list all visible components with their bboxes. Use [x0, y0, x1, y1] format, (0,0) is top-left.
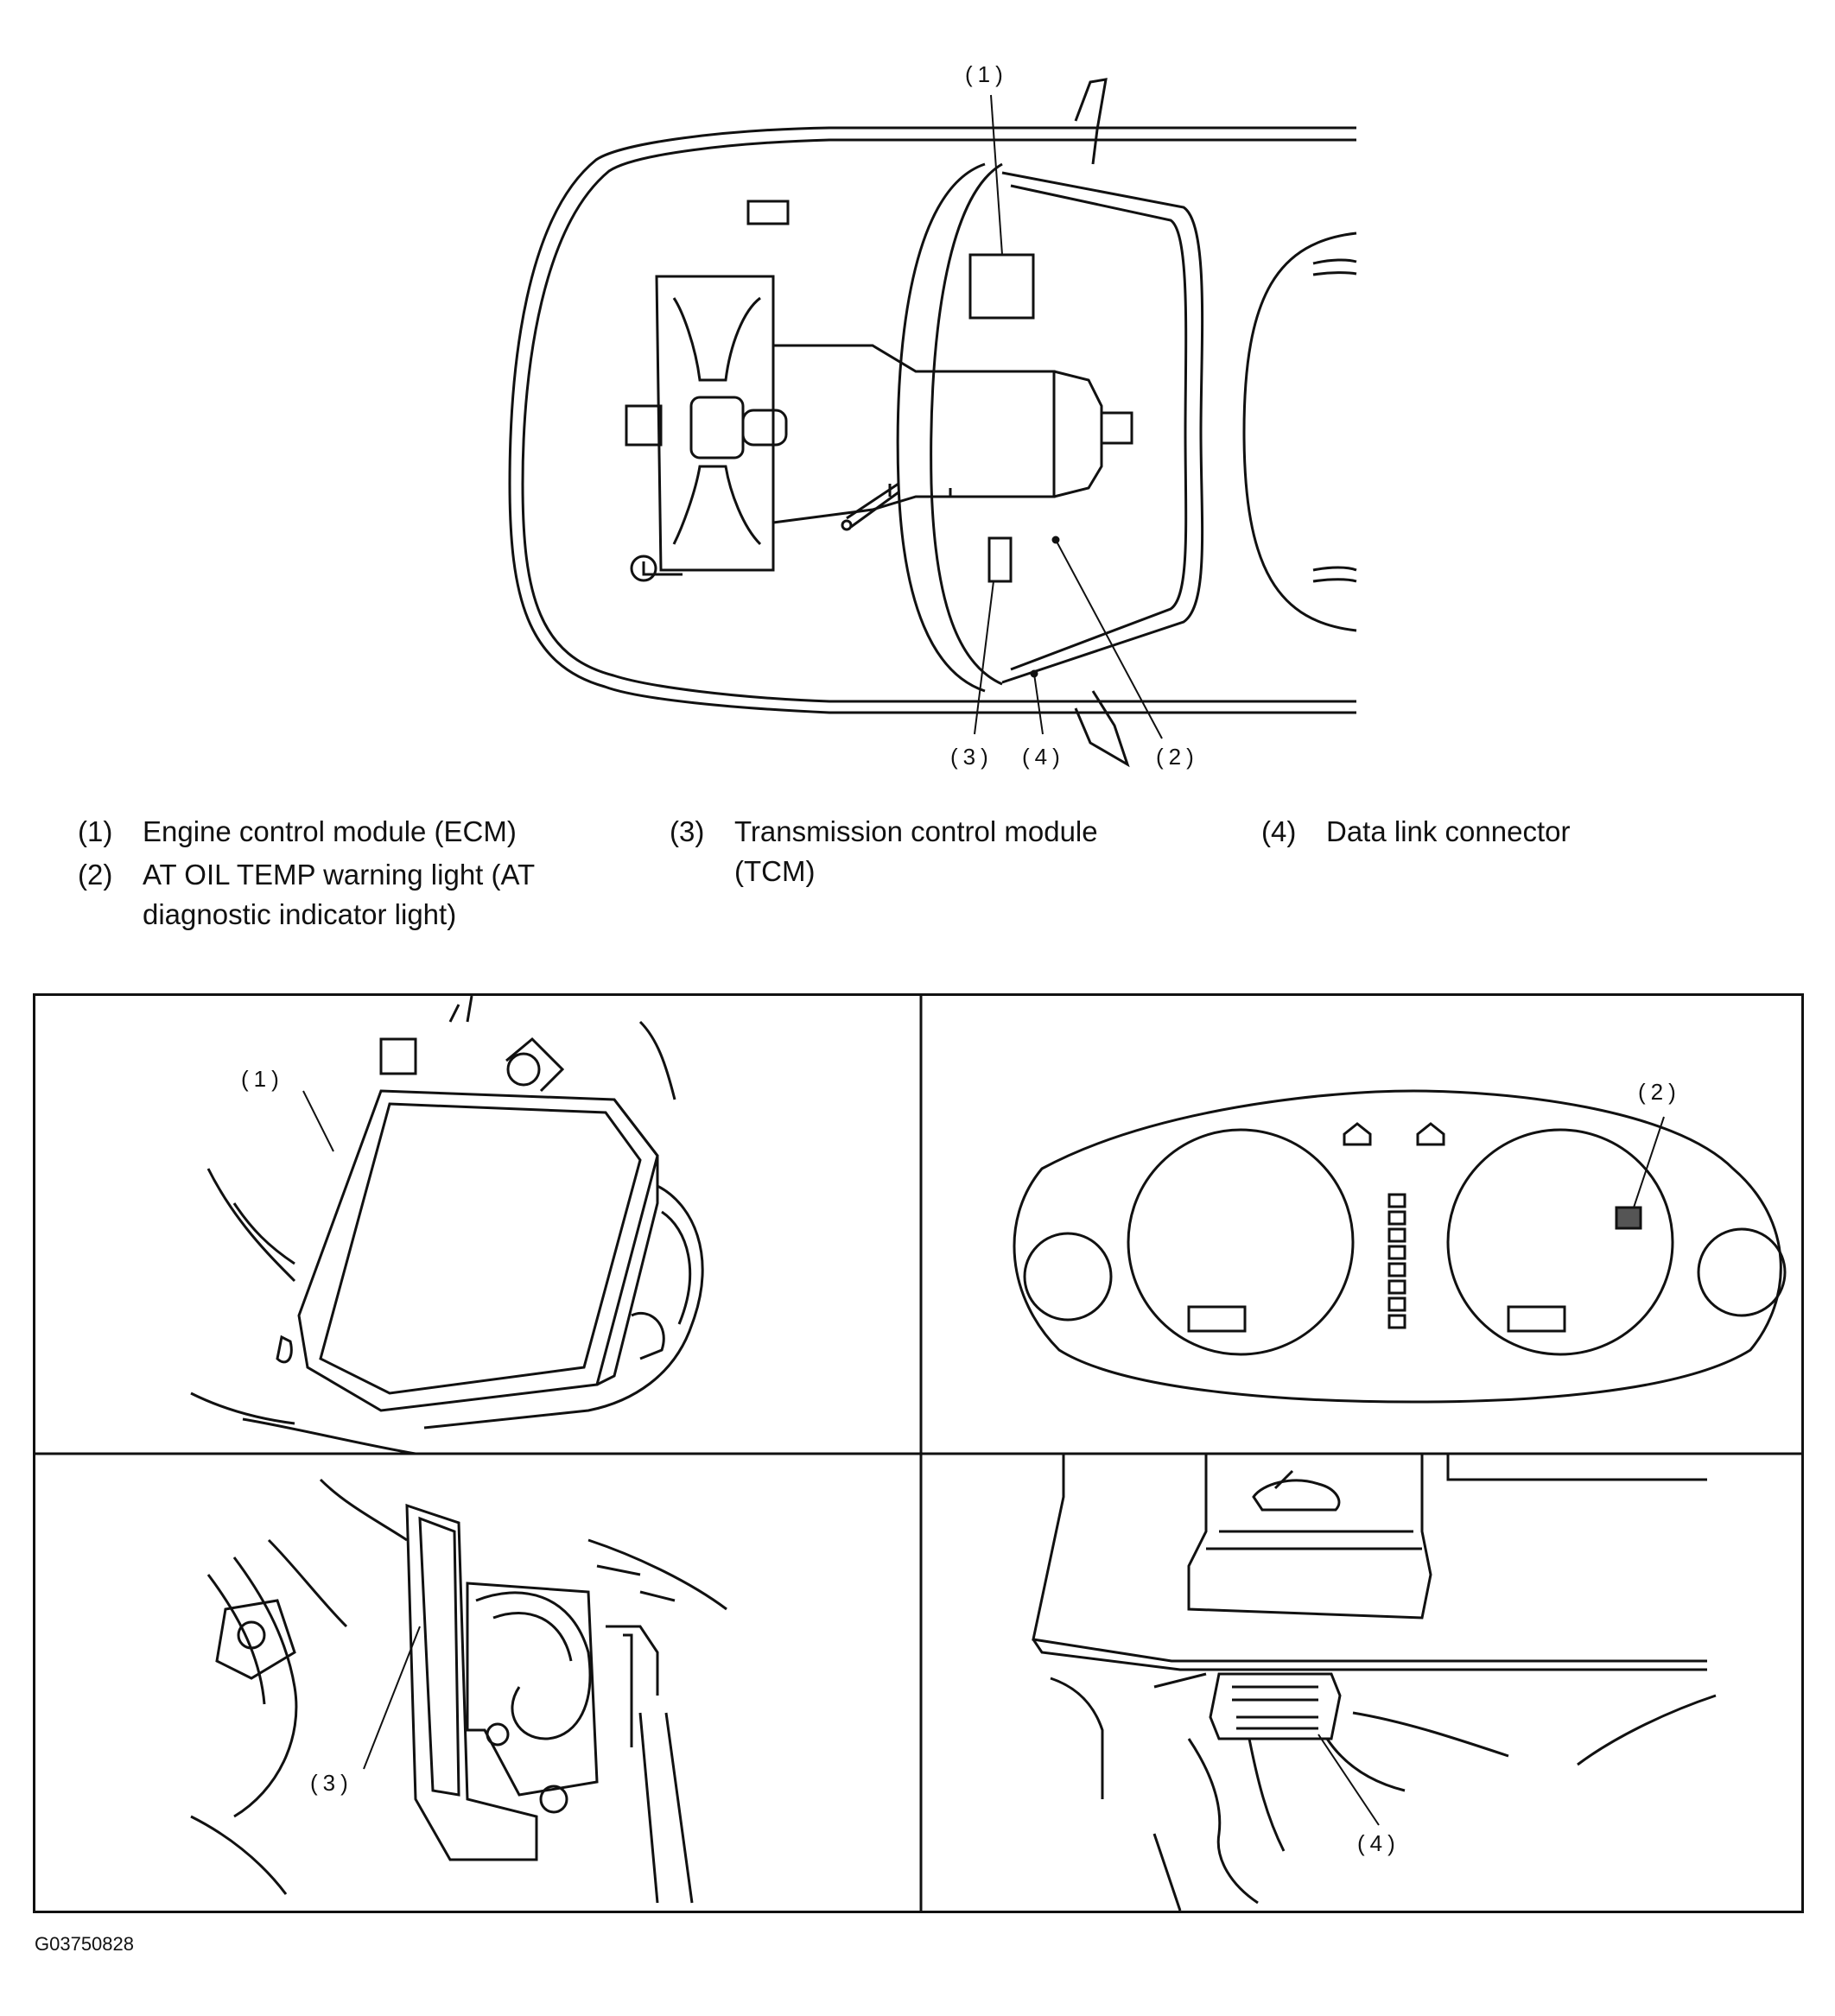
leader-line-ecm [990, 94, 1003, 256]
callout-panel-tcm: (3) [310, 1770, 353, 1796]
callout-panel-dlc: (4) [1357, 1830, 1400, 1856]
callout-ecm: (1) [965, 61, 1008, 87]
legend-column-2: (3) Transmission control module (TCM) [670, 812, 1119, 895]
legend-number: (3) [670, 815, 705, 847]
door-handle-bottom [1312, 566, 1357, 583]
callout-panel-meter: (2) [1638, 1079, 1681, 1105]
windshield-arc-inner [930, 162, 1003, 686]
tcm-location-box [987, 536, 1013, 583]
panel-combination-meter: (2) [1013, 1079, 1787, 1404]
at-oil-temp-warning-light [1615, 1206, 1642, 1230]
ecm-location-box [968, 253, 1035, 320]
legend-number: (4) [1261, 815, 1297, 847]
callout-tcm: (3) [950, 744, 994, 770]
leader-line-tcm [974, 580, 994, 735]
callout-panel-ecm: (1) [241, 1066, 284, 1092]
transmission-drawing [772, 344, 1133, 531]
panel-grid-lines [35, 996, 1801, 1911]
tcm-drawing [190, 1478, 727, 1904]
legend-item-4: (4) Data link connector [1261, 812, 1745, 852]
legend-text: AT OIL TEMP warning light (AT diagnostic… [143, 859, 535, 930]
cabin-outline-inner [1010, 184, 1188, 671]
combination-meter-drawing [1013, 1089, 1787, 1404]
legend-text: Data link connector [1326, 815, 1571, 847]
legend-text: Transmission control module (TCM) [734, 815, 1098, 887]
engine-drawing [625, 275, 788, 582]
legend-number: (1) [78, 815, 113, 847]
windshield-arc [896, 162, 986, 693]
ecm-drawing [190, 996, 704, 1454]
panel-ecm: (1) [190, 996, 704, 1454]
legend-item-2: (2) AT OIL TEMP warning light (AT diagno… [78, 855, 631, 935]
car-body-inner-line [521, 138, 1356, 703]
leader-line-panel-dlc [1318, 1734, 1380, 1826]
hood-marker [746, 200, 790, 225]
callout-warning-light: (2) [1156, 744, 1199, 770]
legend-column-1: (1) Engine control module (ECM) (2) AT O… [78, 812, 631, 938]
leader-line-warning-light [1055, 539, 1163, 739]
car-body-outline [508, 126, 1356, 714]
detail-panels-grid: (1) (2) [33, 993, 1804, 1913]
legend-column-3: (4) Data link connector [1261, 812, 1745, 855]
panel-data-link-connector: (4) [1032, 1454, 1717, 1911]
callout-dlc: (4) [1022, 744, 1065, 770]
parts-legend: (1) Engine control module (ECM) (2) AT O… [78, 812, 1788, 959]
leader-line-dlc [1033, 673, 1044, 735]
rear-window-outline [1242, 231, 1357, 632]
panel-tcm: (3) [190, 1478, 727, 1904]
data-link-connector-drawing [1032, 1454, 1717, 1911]
leader-line-panel-meter [1633, 1116, 1665, 1208]
leader-line-panel-tcm [363, 1626, 421, 1770]
door-handle-top [1312, 258, 1357, 276]
leader-line-panel-ecm [302, 1090, 334, 1152]
legend-item-1: (1) Engine control module (ECM) [78, 812, 631, 852]
mirror-right [1074, 78, 1108, 165]
legend-number: (2) [78, 859, 113, 891]
legend-item-3: (3) Transmission control module (TCM) [670, 812, 1119, 891]
vehicle-overview-diagram: (1) (3) (4) (2) [508, 61, 1357, 770]
mirror-left [1074, 690, 1130, 768]
legend-text: Engine control module (ECM) [143, 815, 517, 847]
figure-id: G03750828 [35, 1933, 134, 1955]
cabin-outline [1001, 171, 1204, 684]
